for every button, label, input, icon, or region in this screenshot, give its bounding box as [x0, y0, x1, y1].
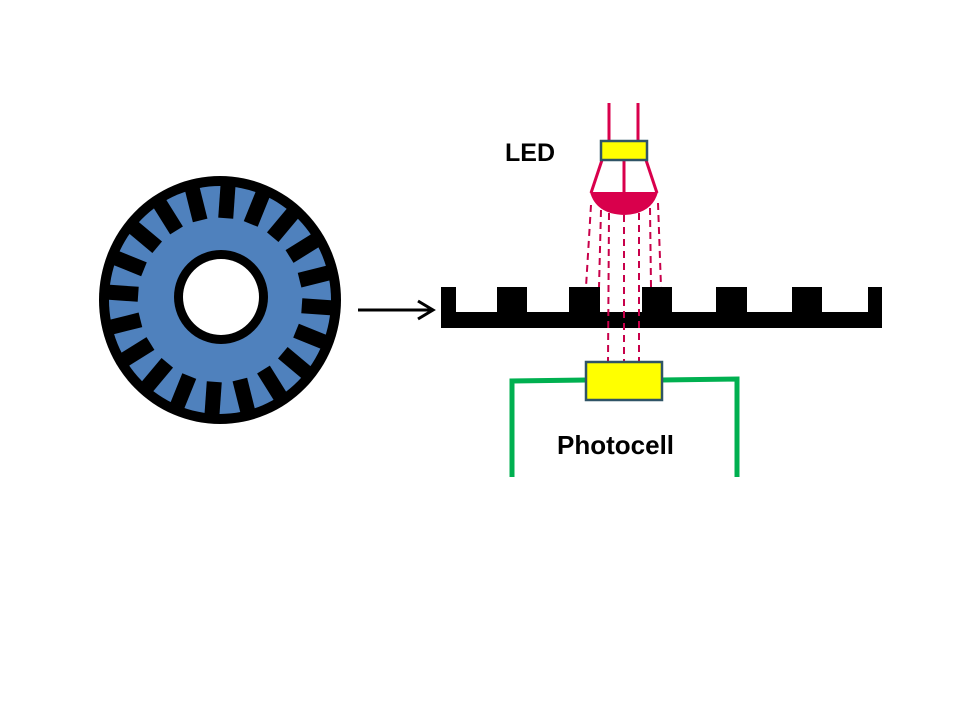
light-ray	[657, 202, 662, 288]
hub-hole	[183, 259, 259, 335]
photocell-body	[584, 360, 664, 402]
disc-slot	[293, 323, 333, 352]
disc-slot	[101, 284, 139, 302]
light-ray	[649, 207, 652, 288]
disc-slot	[103, 312, 143, 336]
led-body	[599, 139, 649, 162]
photocell-wire-left	[509, 377, 588, 477]
light-rays	[585, 202, 662, 363]
disc-slot	[232, 377, 256, 417]
led-label: LED	[505, 139, 555, 167]
encoder-disc	[99, 176, 341, 424]
light-ray	[598, 209, 602, 288]
disc-slot	[151, 195, 183, 235]
slotted-grating	[441, 287, 882, 328]
light-ray	[585, 204, 592, 288]
disc-slot	[115, 337, 155, 369]
photocell-label: Photocell	[557, 430, 674, 460]
disc-slot	[184, 183, 208, 223]
led-lens	[590, 192, 658, 215]
photocell	[509, 360, 740, 477]
disc-slot	[168, 373, 197, 413]
disc-slot	[124, 218, 163, 254]
photocell-wire-right	[660, 376, 740, 477]
led-frame-right	[644, 159, 659, 194]
disc-slot	[138, 357, 174, 396]
disc-slot	[297, 264, 337, 288]
led-frame-left	[589, 159, 604, 194]
light-ray	[607, 212, 610, 363]
disc-slot	[301, 298, 339, 316]
direction-arrow	[358, 299, 436, 321]
disc-slot	[257, 365, 289, 405]
disc-slot	[277, 346, 316, 382]
disc-slot	[243, 187, 272, 227]
disc-slot	[107, 248, 147, 277]
disc-slot	[218, 181, 236, 219]
disc-slot	[285, 231, 325, 263]
disc-slots	[101, 181, 339, 419]
disc-slot	[266, 204, 302, 243]
arrow-head	[417, 299, 436, 321]
disc-slot	[204, 381, 222, 419]
led	[589, 103, 659, 215]
